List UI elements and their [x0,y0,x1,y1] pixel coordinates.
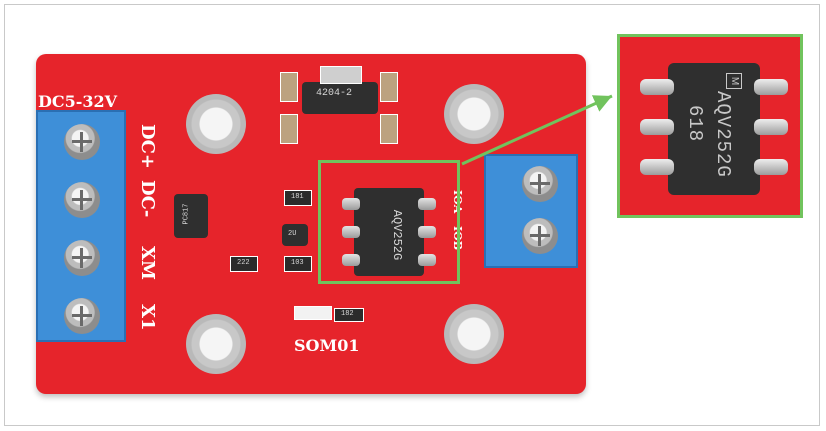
screw-icon [64,124,100,160]
voltage-label: DC5-32V [38,92,118,111]
mount-hole-bottom-left [186,314,246,374]
small-ic-text: 2U [288,230,297,238]
capacitor [280,72,298,102]
dc-minus-label: DC- [137,180,158,218]
chip-pin [342,254,360,266]
relay-module-board: DC5-32V DC+ DC- XM X1 4204-2 PC817 181 2… [36,54,586,394]
mount-hole-bottom-right [444,304,504,364]
x1-label: X1 [137,304,158,331]
chip-pin [418,226,436,238]
resistor-103: 103 [284,256,312,272]
zoomed-pin [754,119,788,135]
zoomed-pin [640,159,674,175]
input-terminal-block [36,110,126,342]
led [294,306,332,320]
chip-pin [418,198,436,210]
mount-hole-top-left [186,94,246,154]
chip-brand-logo: M [726,73,742,89]
resistor-181: 181 [284,190,312,206]
regulator-text: 4204-2 [316,88,353,99]
screw-icon [522,218,558,254]
resistor-text: 103 [291,259,304,267]
board-name: SOM01 [294,336,360,355]
resistor-182: 182 [334,308,364,322]
small-ic: 2U [282,224,308,246]
optocoupler-chip: PC817 [174,194,208,238]
aqv252g-chip: AQV252G [342,188,436,276]
screw-icon [64,298,100,334]
zoomed-chip-inset: M AQV252G 618 [617,34,803,218]
screw-icon [64,182,100,218]
chip-highlight-box [318,160,460,284]
dc-plus-label: DC+ [137,124,158,170]
zoomed-chip-model: AQV252G [712,91,734,178]
mount-hole-top-right [444,84,504,144]
resistor-text: 182 [341,310,354,318]
zoomed-pin [640,79,674,95]
zoomed-pin [640,119,674,135]
regulator-chip: 4204-2 [302,82,378,114]
chip-pin [418,254,436,266]
screw-icon [522,166,558,202]
resistor-text: 222 [237,259,250,267]
zoomed-chip-code: 618 [684,105,706,143]
zoomed-pin [754,159,788,175]
output-terminal-block [484,154,578,268]
xm-label: XM [137,246,158,280]
regulator-tab [320,66,362,84]
capacitor [380,114,398,144]
chip-pin [342,198,360,210]
zoomed-pin [754,79,788,95]
optocoupler-text: PC817 [182,203,191,225]
resistor-222: 222 [230,256,258,272]
screw-icon [64,240,100,276]
zoomed-chip: M AQV252G 618 [640,63,788,195]
capacitor [380,72,398,102]
chip-pin [342,226,360,238]
resistor-text: 181 [291,193,304,201]
capacitor [280,114,298,144]
